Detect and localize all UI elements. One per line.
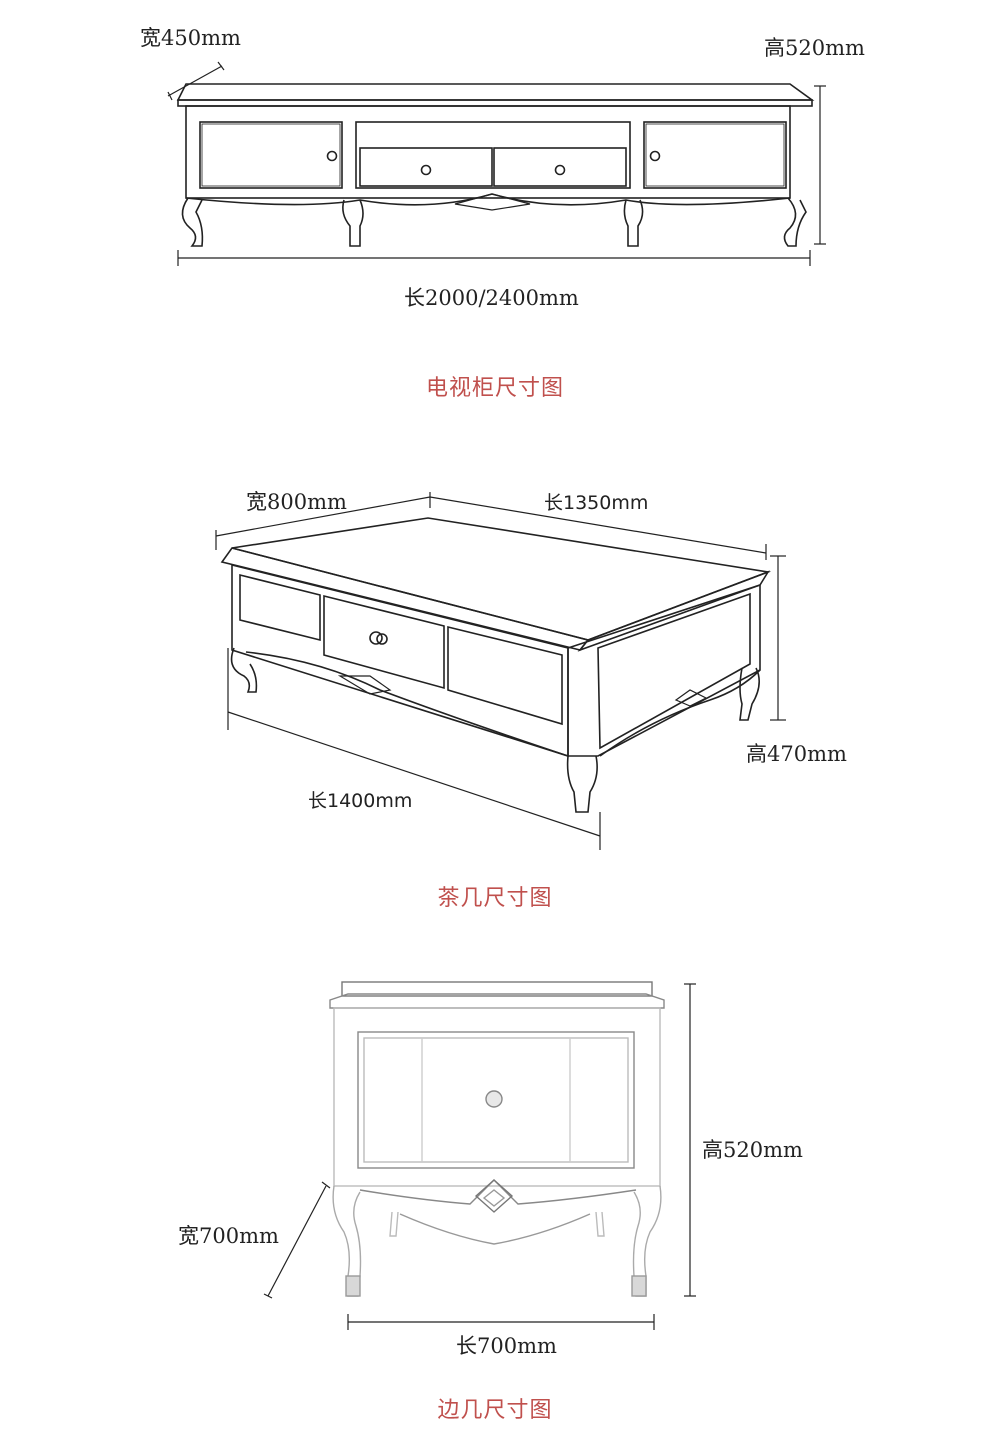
coffee-table-drawing <box>215 492 786 850</box>
coffee-table-caption: 茶几尺寸图 <box>437 886 553 911</box>
side-width-label: 宽700mm <box>178 1224 279 1248</box>
tv-cabinet-drawing <box>167 61 826 266</box>
tv-cabinet-caption: 电视柜尺寸图 <box>425 376 564 401</box>
side-table-caption: 边几尺寸图 <box>437 1398 553 1423</box>
tv-width-label: 宽450mm <box>140 26 241 50</box>
coffee-length-top-label: 长1350mm <box>544 492 649 514</box>
coffee-length-label: 长1400mm <box>308 790 413 812</box>
side-length-label: 长700mm <box>456 1334 557 1358</box>
tv-height-label: 高520mm <box>764 36 865 60</box>
coffee-width-label: 宽800mm <box>246 490 347 514</box>
side-height-label: 高520mm <box>702 1138 803 1162</box>
coffee-height-label: 高470mm <box>746 742 847 766</box>
tv-length-label: 长2000/2400mm <box>404 286 579 310</box>
